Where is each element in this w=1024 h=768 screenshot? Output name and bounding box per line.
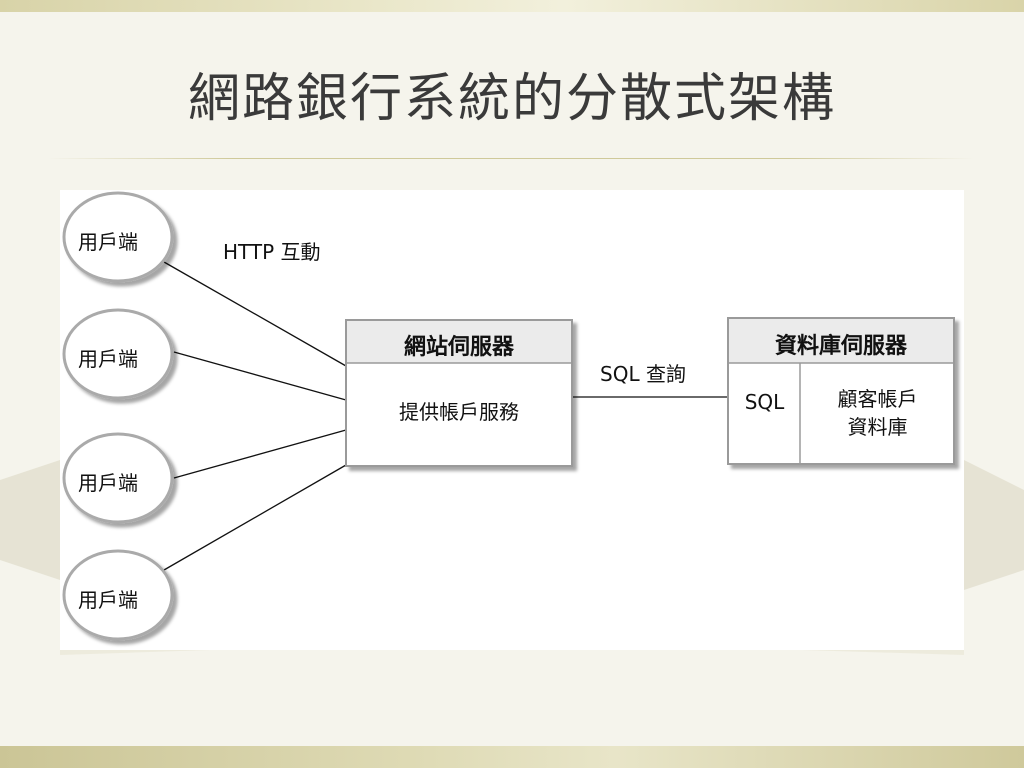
client-node-3 <box>62 432 174 524</box>
title-divider <box>48 158 974 159</box>
client-node-4 <box>62 549 174 641</box>
db-server-box <box>727 317 955 465</box>
db-sql-cell: SQL <box>744 390 785 414</box>
diagram-graphics <box>62 191 955 641</box>
http-line-client-2 <box>173 351 347 401</box>
http-line-client-3 <box>173 429 347 479</box>
db-account-line-2: 資料庫 <box>847 415 908 439</box>
client-label-1: 用戶端 <box>78 230 138 254</box>
client-node-2 <box>62 308 174 400</box>
slide-title: 網路銀行系統的分散式架構 <box>187 69 836 129</box>
top-decor-band <box>0 0 1024 12</box>
architecture-diagram: 用戶端 用戶端 用戶端 用戶端 HTTP 互動 SQL 查詢 網站伺服器 提供帳… <box>60 190 964 650</box>
web-server-box <box>345 319 573 467</box>
db-account-line-1: 顧客帳戶 <box>837 387 918 411</box>
client-node-1 <box>62 191 174 283</box>
web-server-body: 提供帳戶服務 <box>399 400 519 424</box>
client-label-4: 用戶端 <box>78 588 138 612</box>
http-line-client-1 <box>163 261 347 367</box>
db-server-title: 資料庫伺服器 <box>774 334 907 359</box>
http-interaction-label: HTTP 互動 <box>223 240 321 264</box>
web-server-title: 網站伺服器 <box>403 335 514 360</box>
http-line-client-4 <box>163 464 347 571</box>
bottom-decor-band <box>0 746 1024 768</box>
client-label-3: 用戶端 <box>78 471 138 495</box>
sql-query-label: SQL 查詢 <box>600 362 686 386</box>
client-label-2: 用戶端 <box>78 347 138 371</box>
